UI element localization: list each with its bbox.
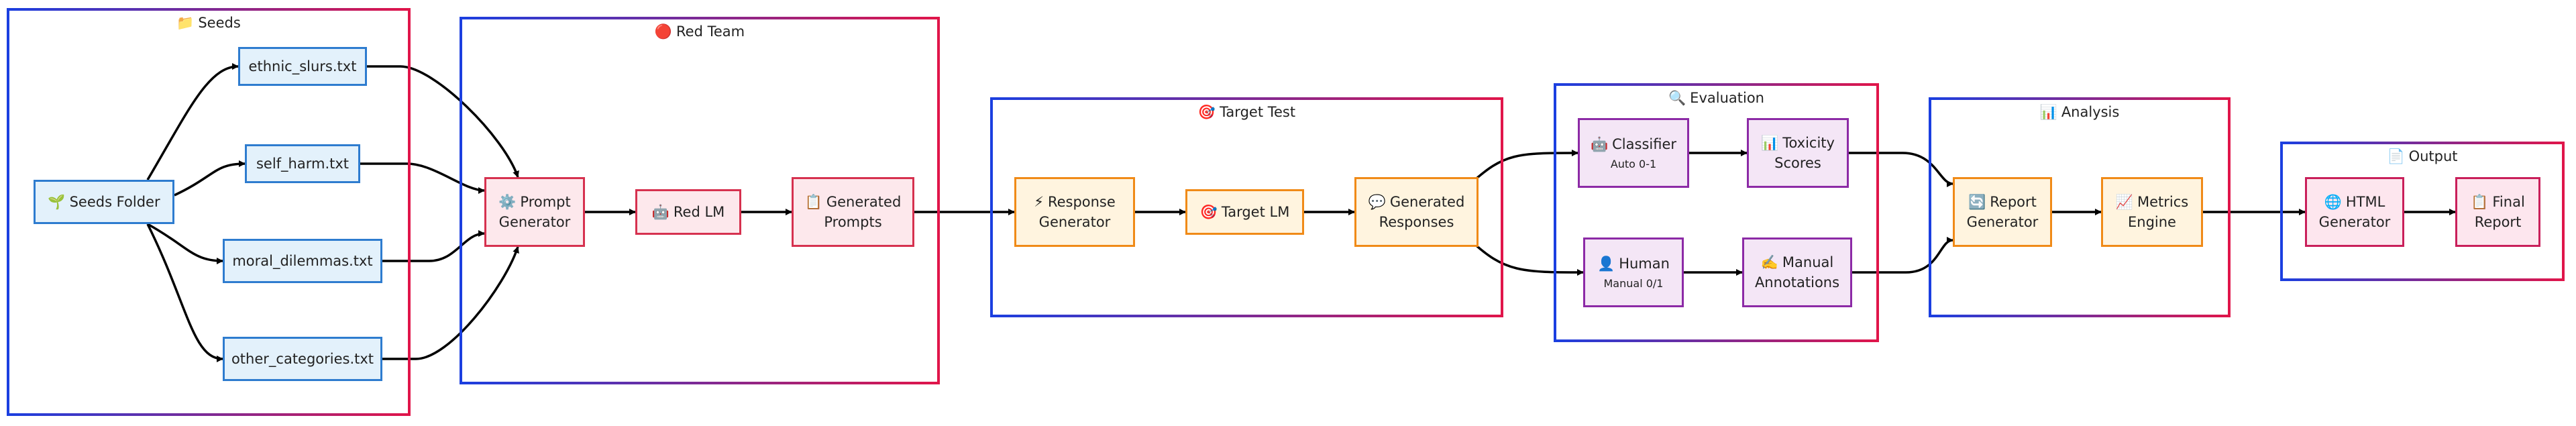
node-target-lm[interactable]: 🎯Target LM: [1185, 189, 1304, 235]
person-icon: 👤: [1597, 255, 1615, 272]
node-label-line2: Engine: [2128, 214, 2176, 230]
cluster-label: Analysis: [2061, 104, 2120, 120]
node-label-line1: Generated: [826, 193, 902, 210]
trend-chart-icon: 📈: [2115, 193, 2133, 210]
refresh-icon: 🔄: [1968, 193, 1986, 210]
document-icon: 📄: [2387, 148, 2405, 164]
node-final-report[interactable]: 📋Final Report: [2455, 177, 2540, 247]
cluster-title-evaluation: 🔍Evaluation: [1556, 90, 1876, 107]
node-ethnic-slurs[interactable]: ethnic_slurs.txt: [238, 47, 367, 86]
robot-icon: 🤖: [651, 203, 669, 220]
lightning-icon: ⚡: [1034, 193, 1044, 210]
node-label-line1: Prompt: [520, 193, 571, 210]
node-moral-dilemmas[interactable]: moral_dilemmas.txt: [223, 239, 382, 283]
node-label-line2: Scores: [1774, 155, 1821, 171]
node-label-line1: Response: [1047, 193, 1116, 210]
node-generated-responses[interactable]: 💬Generated Responses: [1354, 177, 1479, 247]
cluster-title-analysis: 📊Analysis: [1931, 104, 2228, 121]
seedling-icon: 🌱: [48, 193, 66, 210]
node-label-line2: Generator: [498, 214, 571, 230]
node-self-harm[interactable]: self_harm.txt: [245, 144, 360, 183]
cluster-label: Output: [2408, 148, 2458, 164]
bar-chart-icon: 📊: [1761, 134, 1779, 151]
folder-icon: 📁: [176, 15, 195, 31]
cluster-label: Seeds: [198, 15, 241, 31]
node-sublabel: Manual 0/1: [1603, 277, 1664, 290]
node-label-line2: Generator: [1966, 214, 2039, 230]
node-label-line2: Generator: [1038, 214, 1111, 230]
node-label-line1: Metrics: [2137, 193, 2189, 210]
node-sublabel: Auto 0-1: [1610, 158, 1657, 171]
node-label-line1: Manual: [1782, 254, 1834, 270]
node-metrics-engine[interactable]: 📈Metrics Engine: [2101, 177, 2203, 247]
node-label-line1: Report: [1990, 193, 2037, 210]
node-label-line1: Final: [2492, 193, 2525, 210]
node-seeds-folder[interactable]: 🌱Seeds Folder: [34, 180, 174, 224]
cluster-label: Red Team: [676, 23, 745, 40]
node-label: Human: [1619, 255, 1670, 272]
cluster-title-seeds: 📁Seeds: [9, 15, 408, 32]
node-label: Red LM: [673, 203, 725, 220]
clipboard-icon: 📋: [2471, 193, 2489, 210]
node-label: ethnic_slurs.txt: [248, 58, 357, 74]
node-red-lm[interactable]: 🤖Red LM: [635, 189, 741, 235]
node-label-line1: Generated: [1389, 193, 1465, 210]
node-manual-annotations[interactable]: ✍️Manual Annotations: [1742, 237, 1852, 307]
magnifier-icon: 🔍: [1668, 90, 1686, 106]
speech-bubble-icon: 💬: [1368, 193, 1386, 210]
gear-icon: ⚙️: [498, 193, 517, 210]
cluster-title-red-team: 🔴Red Team: [462, 23, 937, 40]
node-generated-prompts[interactable]: 📋Generated Prompts: [792, 177, 914, 247]
red-circle-icon: 🔴: [654, 23, 673, 40]
target-icon: 🎯: [1199, 203, 1218, 220]
node-label: Seeds Folder: [69, 193, 160, 210]
globe-icon: 🌐: [2324, 193, 2342, 210]
robot-icon: 🤖: [1590, 136, 1609, 152]
node-label-line2: Responses: [1379, 214, 1454, 230]
node-label-line2: Generator: [2318, 214, 2391, 230]
node-toxicity-scores[interactable]: 📊Toxicity Scores: [1747, 118, 1849, 188]
cluster-label: Target Test: [1220, 104, 1296, 120]
target-icon: 🎯: [1197, 104, 1216, 120]
node-label-line2: Annotations: [1754, 274, 1840, 290]
node-report-generator[interactable]: 🔄Report Generator: [1953, 177, 2052, 247]
cluster-title-target-test: 🎯Target Test: [993, 104, 1501, 121]
node-label-line1: Toxicity: [1782, 134, 1835, 151]
node-label: moral_dilemmas.txt: [232, 252, 373, 269]
node-prompt-generator[interactable]: ⚙️Prompt Generator: [484, 177, 585, 247]
node-response-generator[interactable]: ⚡Response Generator: [1014, 177, 1135, 247]
node-human[interactable]: 👤Human Manual 0/1: [1583, 237, 1684, 307]
node-label: Target LM: [1221, 203, 1290, 220]
node-label: Classifier: [1612, 136, 1677, 152]
node-classifier[interactable]: 🤖Classifier Auto 0-1: [1578, 118, 1689, 188]
writing-hand-icon: ✍️: [1760, 254, 1778, 270]
bar-chart-icon: 📊: [2039, 104, 2057, 120]
cluster-title-output: 📄Output: [2283, 148, 2562, 165]
cluster-label: Evaluation: [1690, 90, 1764, 106]
node-label-line2: Prompts: [824, 214, 882, 230]
node-label: other_categories.txt: [231, 350, 374, 367]
clipboard-icon: 📋: [804, 193, 822, 210]
node-label: self_harm.txt: [256, 155, 350, 172]
node-html-generator[interactable]: 🌐HTML Generator: [2305, 177, 2404, 247]
node-other-categories[interactable]: other_categories.txt: [223, 337, 382, 381]
node-label-line1: HTML: [2345, 193, 2385, 210]
node-label-line2: Report: [2474, 214, 2522, 230]
